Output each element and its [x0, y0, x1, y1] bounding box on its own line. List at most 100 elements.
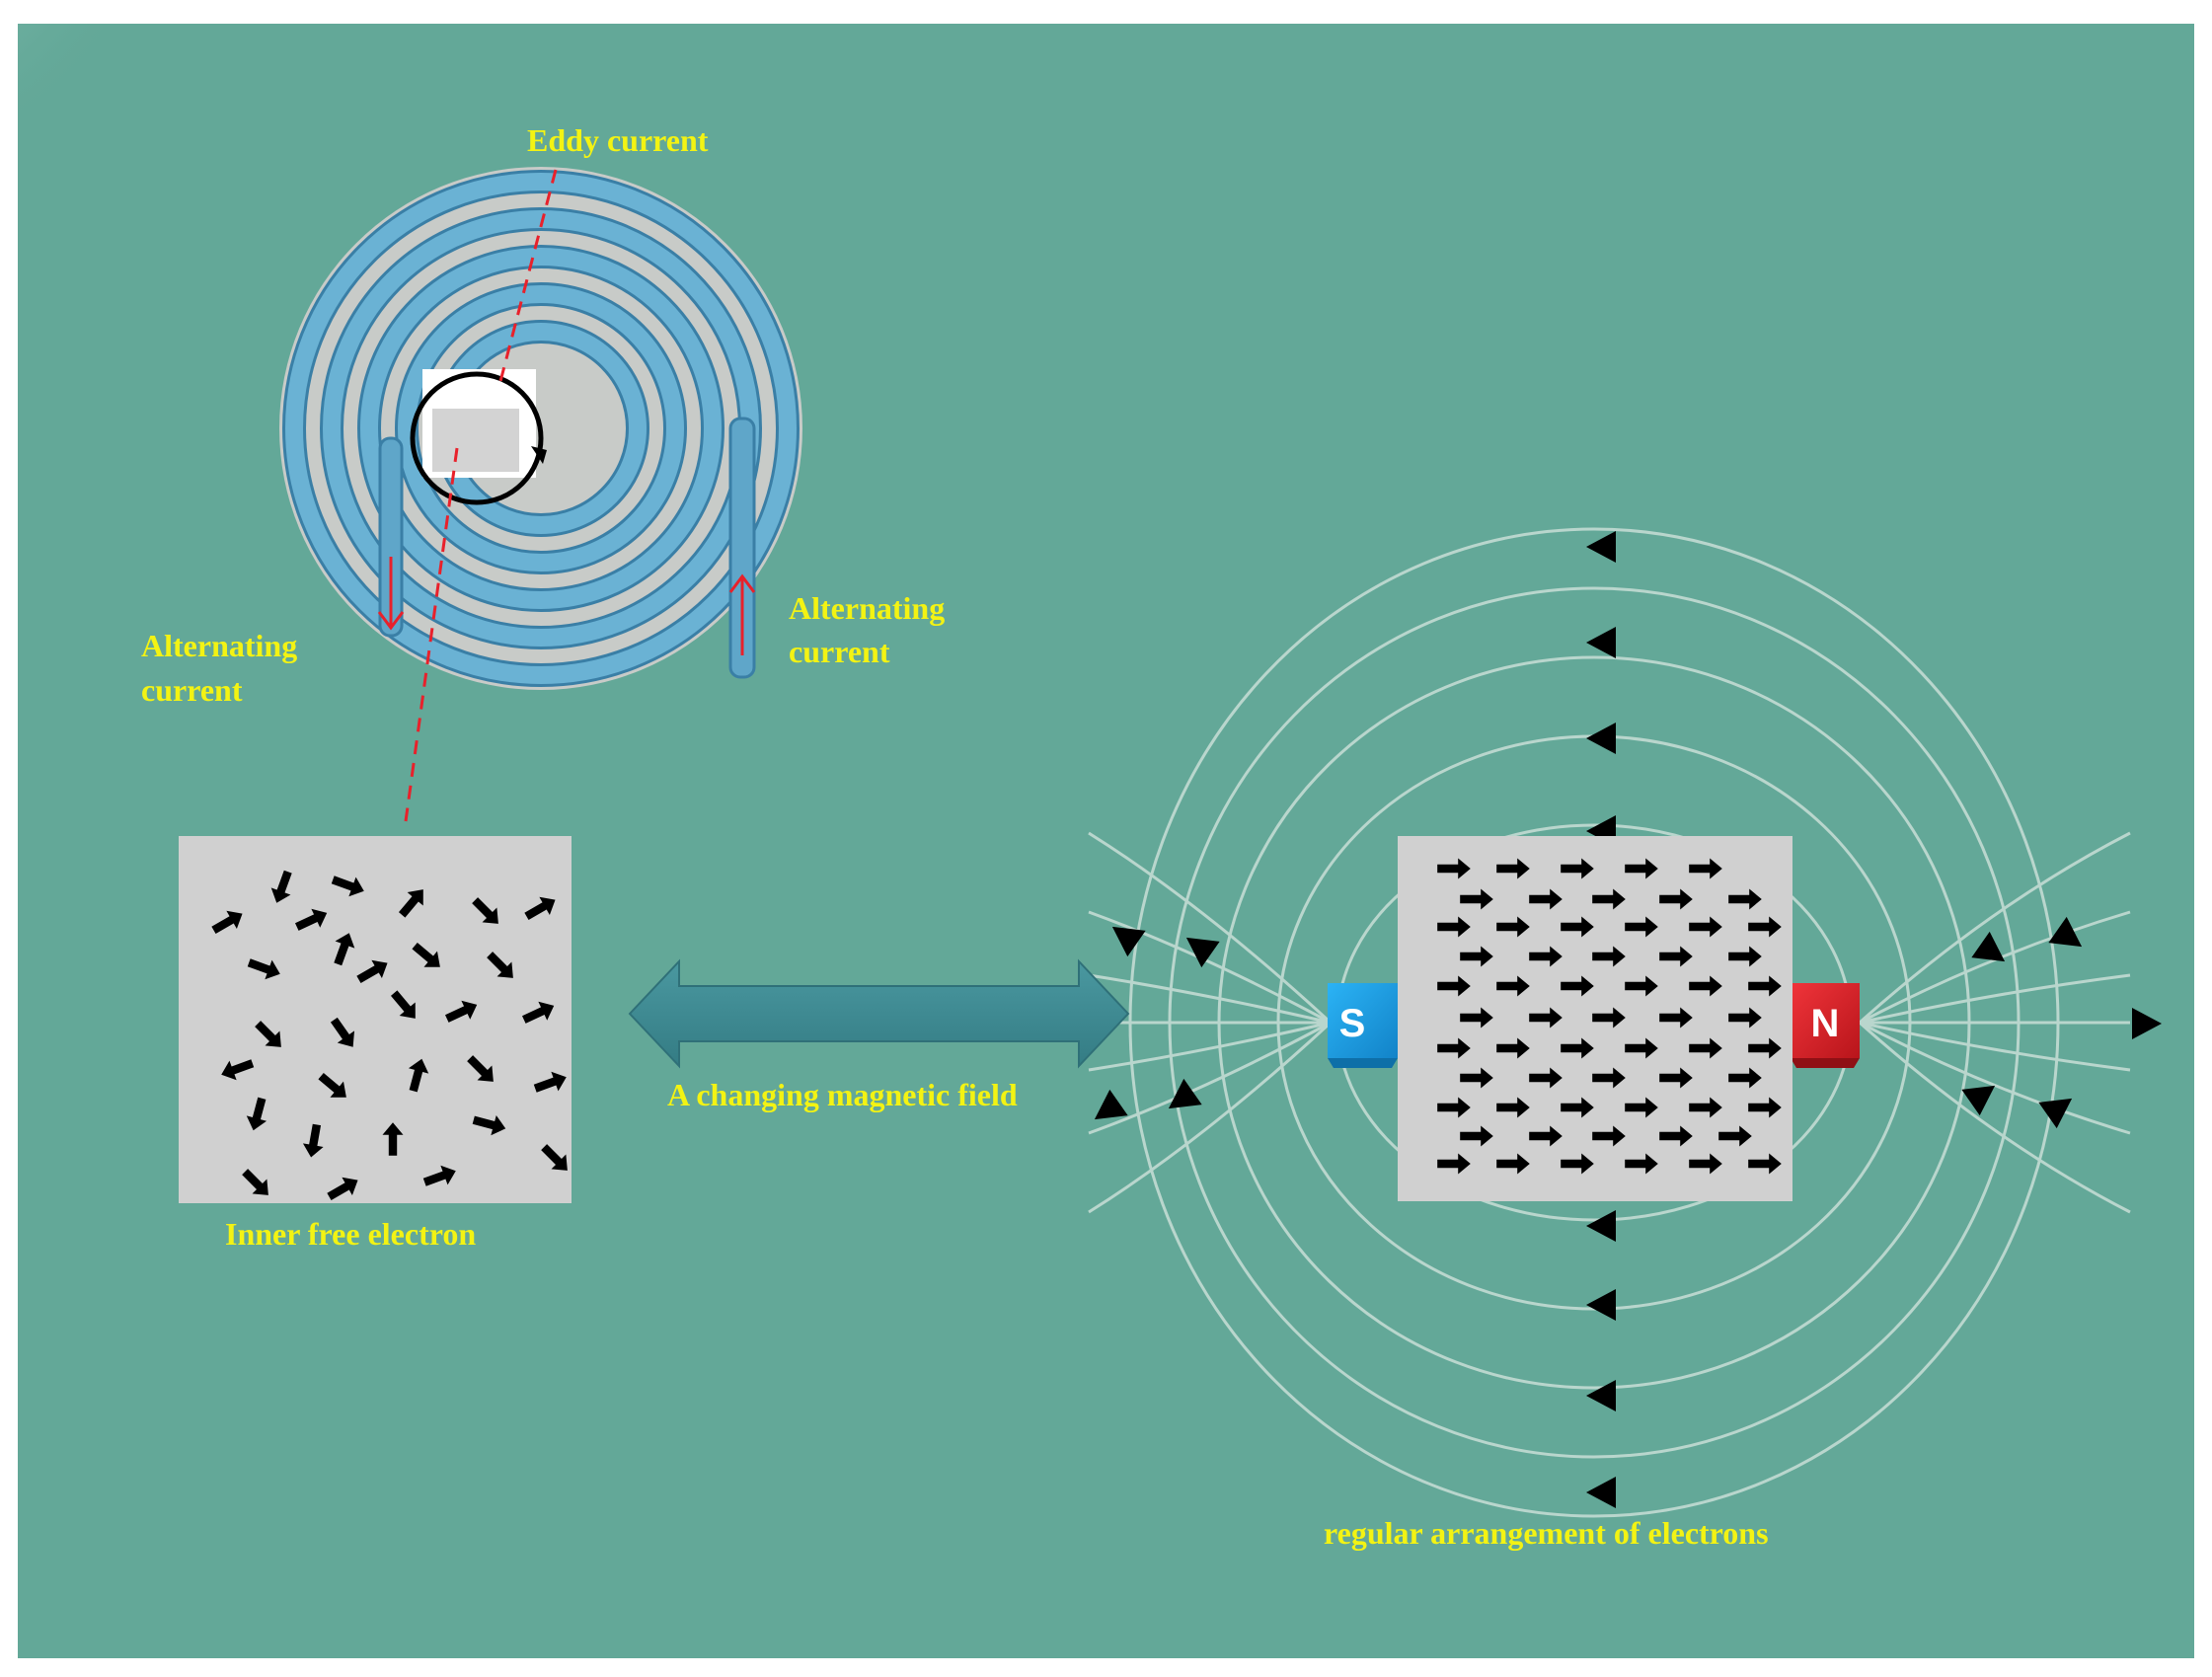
random-electron-arrow-icon	[422, 1165, 456, 1186]
aligned-electron-arrow-icon	[1529, 1067, 1563, 1089]
aligned-electron-arrow-icon	[1748, 1153, 1782, 1175]
random-electron-arrow-icon	[356, 959, 388, 984]
random-electron-arrow-icon	[211, 910, 243, 935]
aligned-electron-arrow-icon	[1728, 1007, 1762, 1029]
random-electron-arrow-icon	[382, 1122, 404, 1156]
coil-turn-highlight	[285, 173, 797, 684]
free-electron-sample	[179, 836, 572, 1203]
field-direction-arrow-icon	[1586, 531, 1616, 563]
eddy-current-pointer-line	[496, 169, 558, 390]
aligned-electron-arrow-icon	[1437, 1037, 1471, 1059]
aligned-electron-arrow-icon	[1748, 1097, 1782, 1118]
aligned-electron-arrow-icon	[1625, 858, 1658, 879]
aligned-electron-arrow-icon	[1496, 858, 1530, 879]
field-line	[1088, 831, 1333, 1025]
aligned-electron-arrow-icon	[1592, 946, 1626, 967]
field-direction-arrow-icon	[1111, 926, 1146, 957]
aligned-electron-arrow-icon	[1561, 858, 1594, 879]
inner-free-electron-label: Inner free electron	[225, 1216, 476, 1252]
random-electron-arrow-icon	[390, 990, 416, 1019]
field-direction-arrow-icon	[1586, 1380, 1616, 1411]
field-line	[1859, 1021, 2131, 1072]
random-electron-arrow-icon	[294, 908, 328, 931]
random-electron-arrow-icon	[408, 1058, 429, 1093]
aligned-electron-arrow-icon	[1748, 975, 1782, 997]
field-direction-arrow-icon	[2132, 1008, 2162, 1039]
aligned-electron-arrow-icon	[1625, 916, 1658, 938]
aligned-electron-arrow-icon	[1529, 888, 1563, 910]
aligned-electron-arrow-icon	[1496, 1037, 1530, 1059]
random-electron-arrow-icon	[270, 870, 292, 903]
field-line	[1858, 1021, 2131, 1214]
aligned-electron-arrow-icon	[1437, 1153, 1471, 1175]
aligned-electron-arrow-icon	[1728, 1067, 1762, 1089]
random-electron-arrow-icon	[472, 897, 498, 924]
magnet-south-pole: S	[1328, 983, 1398, 1068]
field-line	[1859, 1021, 2131, 1135]
coil-center-sample	[432, 409, 519, 472]
aligned-electron-arrow-icon	[1659, 1007, 1693, 1029]
random-electron-arrow-icon	[221, 1059, 255, 1081]
aligned-electron-arrow-icon	[1437, 858, 1471, 879]
aligned-electron-arrow-icon	[1561, 975, 1594, 997]
aligned-electron-arrow-icon	[1728, 888, 1762, 910]
random-electron-arrow-icon	[255, 1021, 281, 1047]
aligned-electron-arrow-icon	[1437, 1097, 1471, 1118]
coil-turn-highlight	[398, 285, 684, 572]
aligned-electron-arrow-icon	[1529, 1007, 1563, 1029]
aligned-electron-arrow-icon	[1689, 916, 1722, 938]
aligned-electron-arrow-icon	[1748, 916, 1782, 938]
aligned-electron-arrow-icon	[1689, 1097, 1722, 1118]
aligned-electron-arrow-icon	[1460, 1125, 1493, 1147]
eddy-loop-icon	[410, 371, 544, 505]
aligned-electron-arrow-icon	[1689, 858, 1722, 879]
field-line	[1088, 1021, 1332, 1135]
field-line	[1859, 973, 2131, 1025]
random-electron-arrow-icon	[334, 933, 355, 966]
field-direction-arrow-icon	[1586, 627, 1616, 658]
aligned-electron-arrow-icon	[1625, 1037, 1658, 1059]
aligned-electron-arrow-icon	[1460, 946, 1493, 967]
random-electron-arrows	[211, 870, 568, 1201]
aligned-electron-arrow-icon	[1592, 1007, 1626, 1029]
aligned-electron-arrow-icon	[1561, 1153, 1594, 1175]
aligned-electron-arrow-icon	[1460, 1007, 1493, 1029]
random-electron-arrow-icon	[242, 1169, 268, 1195]
aligned-electron-arrow-icon	[1529, 1125, 1563, 1147]
aligned-electron-arrow-icon	[1561, 1037, 1594, 1059]
aligned-electron-arrow-icon	[1728, 946, 1762, 967]
random-electron-arrow-icon	[246, 1097, 267, 1131]
coil-turn-highlight	[360, 248, 722, 609]
north-pole-label: N	[1811, 1002, 1840, 1045]
field-line	[1858, 831, 2131, 1025]
aligned-electron-arrow-icon	[1592, 1125, 1626, 1147]
aligned-electron-arrow-icon	[1625, 1153, 1658, 1175]
random-electron-arrow-icon	[327, 1177, 358, 1201]
aligned-electron-arrow-icon	[1659, 1125, 1693, 1147]
random-electron-arrow-icon	[533, 1071, 567, 1093]
regular-arrangement-label: regular arrangement of electrons	[1324, 1515, 1769, 1551]
aligned-electron-arrow-icon	[1748, 1037, 1782, 1059]
field-line	[1088, 973, 1332, 1025]
field-direction-arrow-icon	[1185, 937, 1220, 968]
random-electron-arrow-icon	[472, 1114, 506, 1136]
random-electron-arrow-icon	[247, 958, 280, 980]
alternating-current-right-label-line1: Alternating	[789, 590, 945, 626]
random-electron-arrow-icon	[467, 1055, 494, 1082]
field-direction-arrow-icon	[1586, 1210, 1616, 1242]
eddy-current-label: Eddy current	[527, 122, 709, 158]
alternating-current-left-label-line1: Alternating	[141, 628, 297, 663]
aligned-electron-arrow-icon	[1460, 1067, 1493, 1089]
aligned-electron-arrow-icon	[1625, 975, 1658, 997]
field-direction-arrow-icon	[1094, 1089, 1128, 1120]
field-line	[1088, 1021, 1332, 1072]
aligned-electron-arrow-icon	[1718, 1125, 1752, 1147]
aligned-electron-arrow-icon	[1437, 916, 1471, 938]
aligned-electron-arrow-icon	[1496, 916, 1530, 938]
field-direction-arrow-icon	[1168, 1078, 1202, 1109]
eddy-loop-arrowhead-icon	[531, 446, 547, 464]
field-direction-arrow-icon	[2038, 1098, 2073, 1129]
sample-pointer-line	[404, 447, 459, 822]
random-electron-arrow-icon	[524, 896, 556, 921]
aligned-electron-arrow-icon	[1561, 916, 1594, 938]
